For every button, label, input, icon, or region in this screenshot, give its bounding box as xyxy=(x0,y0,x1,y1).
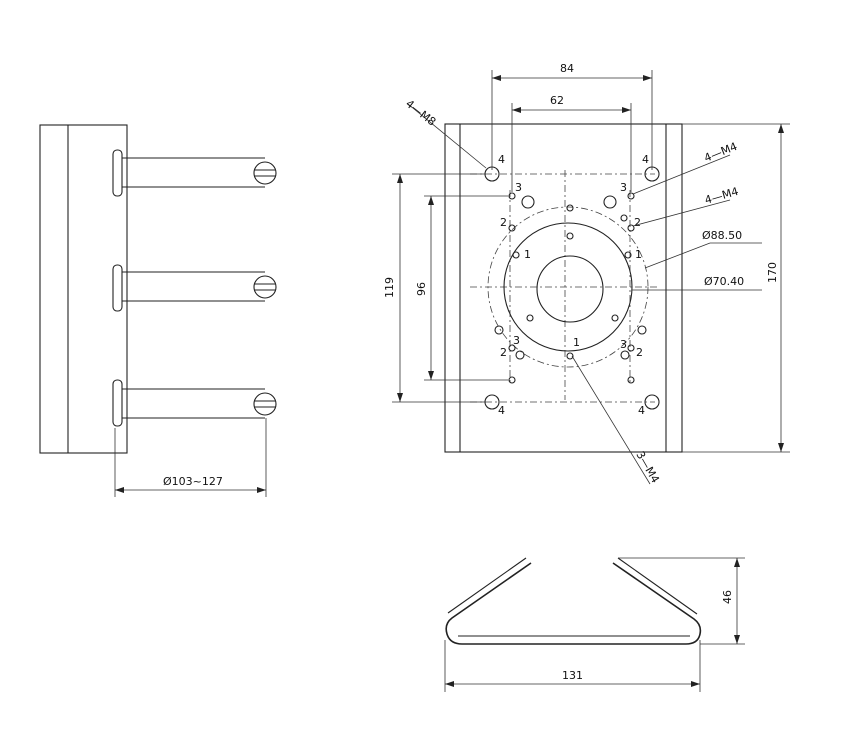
side-bolt xyxy=(112,379,277,427)
clamp-range-label: Ø103~127 xyxy=(163,475,223,488)
dim-131: 131 xyxy=(562,669,583,682)
hole-number: 3 xyxy=(513,334,520,347)
callout-m4-b: 4—M4 xyxy=(703,185,740,207)
side-view: Ø103~127 xyxy=(39,124,277,497)
hole-number: 3 xyxy=(515,181,522,194)
callout-m8: 4—M8 xyxy=(403,97,438,128)
dim-119: 119 xyxy=(383,277,396,298)
hole-number: 3 xyxy=(620,338,627,351)
dim-88: Ø88.50 xyxy=(702,229,742,242)
outer-circle-88 xyxy=(487,206,649,368)
hole-number: 2 xyxy=(500,346,507,359)
pcd-circle-70 xyxy=(503,222,633,352)
dim-70: Ø70.40 xyxy=(704,275,744,288)
dim-46: 46 xyxy=(721,590,734,604)
callout-m4-a: 4—M4 xyxy=(702,140,739,165)
center-bore xyxy=(536,255,604,323)
hole-number: 4 xyxy=(498,404,505,417)
hole-number: 3 xyxy=(620,181,627,194)
hole-number: 1 xyxy=(524,248,531,261)
dim-170: 170 xyxy=(766,262,779,283)
hole-number: 2 xyxy=(500,216,507,229)
hole-number: 1 xyxy=(635,248,642,261)
side-plate xyxy=(39,124,128,454)
hole-number: 2 xyxy=(634,216,641,229)
callout-m4-c: 3—M4 xyxy=(633,449,662,485)
side-bolt xyxy=(112,149,277,197)
hole-number: 2 xyxy=(636,346,643,359)
hole-number: 4 xyxy=(642,153,649,166)
front-view: 4 4 4 4 3 3 3 3 2 2 2 2 1 1 1 84 62 119 xyxy=(383,62,790,485)
side-bolt xyxy=(112,264,277,312)
hole-number: 1 xyxy=(573,336,580,349)
hole-number: 4 xyxy=(498,153,505,166)
dim-62: 62 xyxy=(550,94,564,107)
strap-outline xyxy=(445,562,702,645)
front-plate xyxy=(444,123,683,453)
hole-number: 4 xyxy=(638,404,645,417)
strap-view: 46 131 xyxy=(444,557,745,692)
dim-96: 96 xyxy=(415,282,428,296)
dim-84: 84 xyxy=(560,62,574,75)
